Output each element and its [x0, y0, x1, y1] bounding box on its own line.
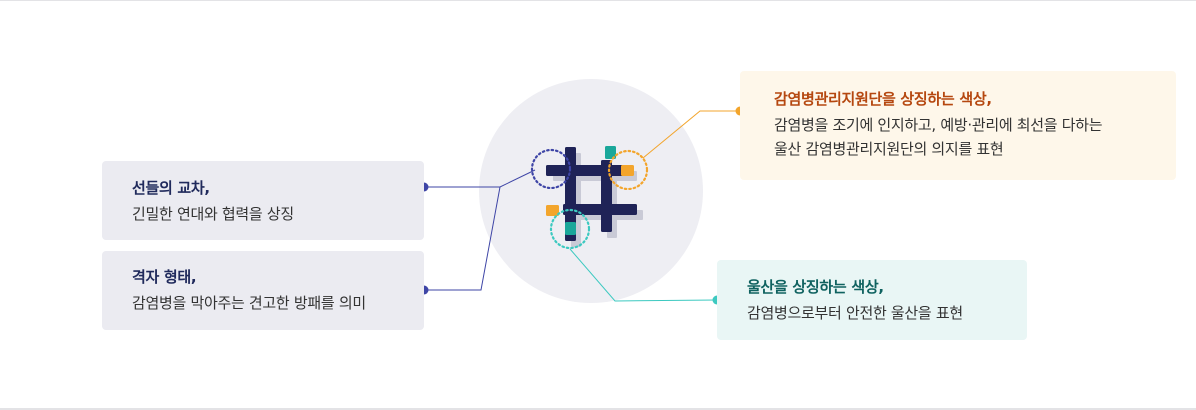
top-border [0, 0, 1196, 1]
grid-hash-logo-icon [546, 146, 643, 247]
callout-title: 감염병관리지원단을 상징하는 색상, [774, 90, 992, 108]
kdca-leader-line [642, 110, 740, 159]
logo-background-circle [479, 79, 703, 303]
callout-description-line1: 감염병을 조기에 인지하고, 예방·관리에 최선을 다하는 [774, 116, 1103, 134]
bottom-border [0, 408, 1196, 410]
color-highlight-circle [607, 149, 649, 191]
teal-top-accent [605, 146, 616, 159]
teal-bottom-accent [565, 222, 576, 235]
orange-left-accent [546, 205, 559, 216]
kdca-color-callout: 감염병관리지원단을 상징하는 색상, 감염병을 조기에 인지하고, 예방·관리에… [740, 71, 1176, 180]
callout-title: 울산을 상징하는 색상, [747, 278, 884, 296]
callout-description: 감염병으로부터 안전한 울산을 표현 [747, 304, 963, 322]
callout-description: 긴밀한 연대와 협력을 상징 [132, 205, 294, 223]
lines-intersection-callout: 선들의 교차, 긴밀한 연대와 협력을 상징 [102, 161, 424, 240]
logo-strokes [546, 147, 637, 241]
callout-description: 감염병을 막아주는 견고한 방패를 의미 [132, 294, 366, 312]
ulsan-highlight-circle [549, 208, 591, 250]
ulsan-color-callout: 울산을 상징하는 색상, 감염병으로부터 안전한 울산을 표현 [717, 260, 1027, 340]
grid-leader-line [424, 186, 501, 291]
grid-shape-callout: 격자 형태, 감염병을 막아주는 견고한 방패를 의미 [102, 251, 424, 330]
orange-right-accent [621, 165, 634, 176]
callout-title: 격자 형태, [132, 268, 197, 286]
callout-title: 선들의 교차, [132, 179, 210, 197]
ulsan-leader-line [569, 248, 718, 302]
callout-description-line2: 울산 감염병관리지원단의 의지를 표현 [774, 140, 1004, 158]
lines-highlight-circle [530, 148, 572, 190]
